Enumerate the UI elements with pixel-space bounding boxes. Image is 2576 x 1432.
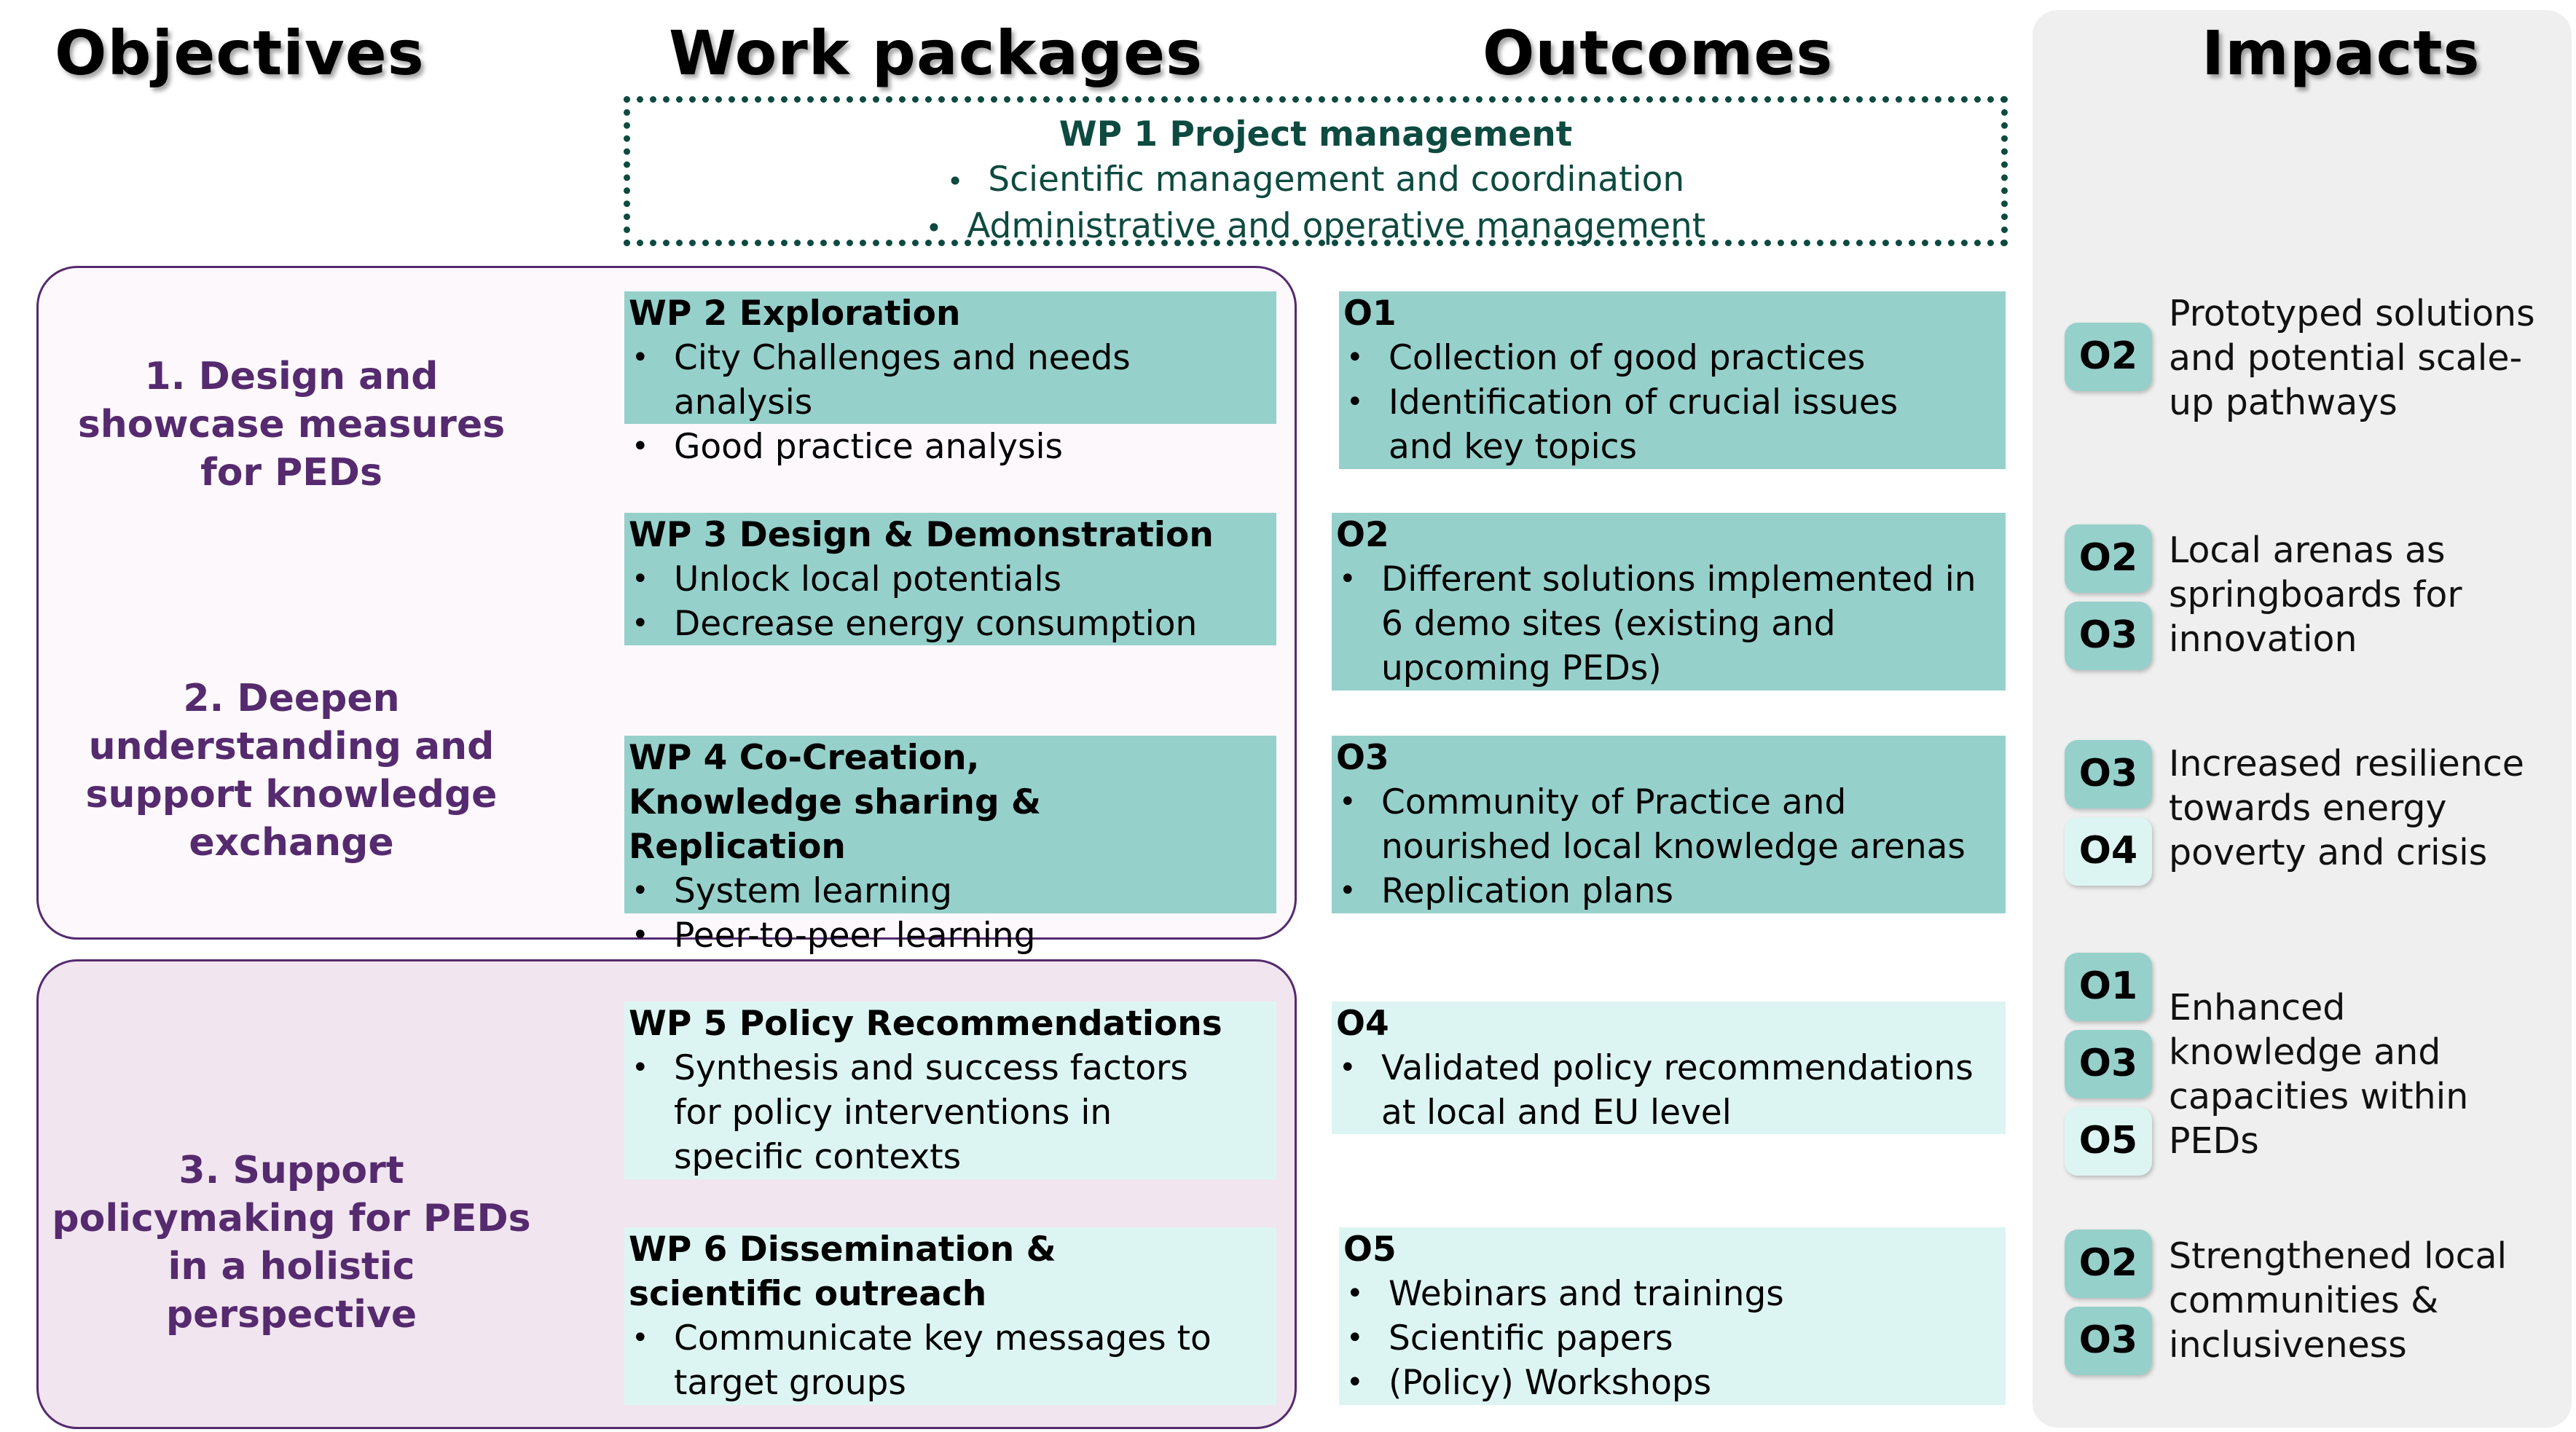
impact-2-text: Local arenas as springboards for innovat… — [2169, 530, 2462, 660]
outcome-o4-code: O4 — [1336, 1004, 1389, 1044]
outcome-o2-bullet: Different solutions implemented in 6 dem… — [1336, 557, 1979, 691]
wp4-box: WP 4 Co-Creation, Knowledge sharing & Re… — [624, 736, 1276, 958]
objective-3-label: 3. Support policymaking for PEDs in a ho… — [52, 1149, 531, 1337]
outcome-o1-code: O1 — [1343, 294, 1397, 334]
wp4-bullet: System learning — [629, 869, 1272, 913]
impact-4-badge: O5 — [2065, 1107, 2152, 1176]
impacts-panel — [2033, 10, 2572, 1428]
impact-3-badge: O3 — [2065, 740, 2152, 809]
wp2-bullet: City Challenges and needs analysis — [629, 336, 1272, 425]
wp3-bullet: Unlock local potentials — [629, 557, 1272, 602]
heading-work-packages: Work packages — [669, 17, 1203, 89]
outcome-o1-bullet: Collection of good practices — [1343, 336, 2001, 380]
wp6-box: WP 6 Dissemination & scientific outreach… — [624, 1227, 1276, 1405]
impact-4-badge: O3 — [2065, 1030, 2152, 1098]
outcome-o5-bullet: Scientific papers — [1343, 1316, 2001, 1361]
outcome-o5-bullet: Webinars and trainings — [1343, 1272, 2001, 1316]
wp1-bullet: •Scientific management and coordination — [946, 160, 1685, 200]
outcome-o4-bullet: Validated policy recommendations at loca… — [1336, 1046, 1993, 1135]
outcome-o3-bullet: Community of Practice and nourished loca… — [1336, 780, 1986, 869]
outcome-o1-box: O1 Collection of good practices Identifi… — [1339, 291, 2006, 469]
outcome-o2-box: O2 Different solutions implemented in 6 … — [1332, 513, 2006, 691]
objective-2-label: 2. Deepen understanding and support know… — [85, 677, 498, 865]
wp5-bullet: Synthesis and success factors for policy… — [629, 1046, 1213, 1179]
wp3-title: WP 3 Design & Demonstration — [629, 515, 1214, 555]
wp2-bullet: Good practice analysis — [629, 425, 1272, 469]
wp3-bullet: Decrease energy consumption — [629, 602, 1272, 646]
wp5-box: WP 5 Policy Recommendations Synthesis an… — [624, 1002, 1276, 1179]
heading-impacts: Impacts — [2202, 17, 2481, 89]
outcome-o5-bullet: (Policy) Workshops — [1343, 1361, 2001, 1405]
heading-outcomes: Outcomes — [1483, 17, 1834, 89]
impact-2-badge: O3 — [2065, 602, 2152, 670]
impact-1-text: Prototyped solutions and potential scale… — [2169, 293, 2535, 423]
impact-5-badge: O3 — [2065, 1307, 2152, 1375]
outcome-o5-code: O5 — [1343, 1230, 1397, 1270]
wp4-bullet: Peer-to-peer learning — [629, 913, 1272, 958]
outcome-o3-code: O3 — [1336, 738, 1389, 778]
heading-objectives: Objectives — [55, 17, 425, 89]
wp6-bullet: Communicate key messages to target group… — [629, 1316, 1213, 1405]
outcome-o3-box: O3 Community of Practice and nourished l… — [1332, 736, 2006, 913]
wp2-title: WP 2 Exploration — [629, 294, 961, 334]
impact-3-text: Increased resilience towards energy pove… — [2169, 743, 2524, 873]
impact-1-badge: O2 — [2065, 323, 2152, 391]
impact-5-text: Strengthened local communities & inclusi… — [2169, 1235, 2508, 1366]
wp5-title: WP 5 Policy Recommendations — [629, 1004, 1222, 1044]
wp4-title: WP 4 Co-Creation, Knowledge sharing & Re… — [629, 738, 1041, 867]
outcome-o5-box: O5 Webinars and trainings Scientific pap… — [1339, 1227, 2006, 1405]
impact-2-badge: O2 — [2065, 524, 2152, 593]
outcome-o3-bullet: Replication plans — [1336, 869, 2001, 913]
outcome-o4-box: O4 Validated policy recommendations at l… — [1332, 1002, 2006, 1134]
impact-3-badge: O4 — [2065, 817, 2152, 886]
wp3-box: WP 3 Design & Demonstration Unlock local… — [624, 513, 1276, 646]
impact-4-badge: O1 — [2065, 953, 2152, 1021]
outcome-o2-code: O2 — [1336, 515, 1389, 555]
wp6-title: WP 6 Dissemination & scientific outreach — [629, 1230, 1056, 1314]
wp1-project-management: WP 1 Project management •Scientific mana… — [624, 96, 2008, 246]
impact-4-text: Enhanced knowledge and capacities within… — [2169, 987, 2469, 1162]
outcome-o1-bullet: Identification of crucial issues and key… — [1343, 380, 1971, 469]
wp1-bullet: •Administrative and operative management — [925, 206, 1706, 246]
impact-5-badge: O2 — [2065, 1230, 2152, 1298]
wp2-box: WP 2 Exploration City Challenges and nee… — [624, 291, 1276, 469]
objective-1-label: 1. Design and showcase measures for PEDs — [77, 355, 506, 495]
wp1-title: WP 1 Project management — [1059, 114, 1573, 154]
